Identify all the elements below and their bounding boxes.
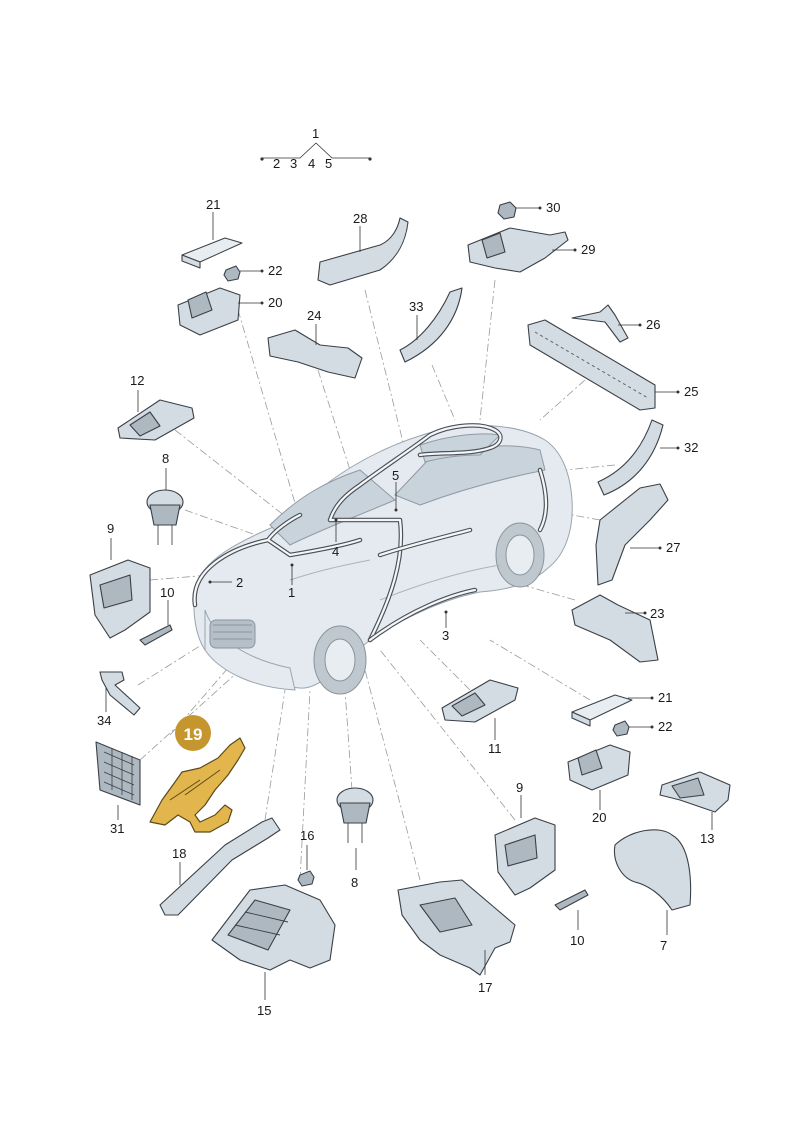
label-3: 3 (442, 628, 449, 643)
label-9-right: 9 (516, 780, 523, 795)
part-27-panel: 27 (595, 483, 680, 586)
part-16-nut: 16 (297, 828, 315, 887)
label-11: 11 (488, 741, 502, 756)
label-7: 7 (660, 938, 667, 953)
header-bracket: 1 2 3 4 5 (260, 126, 372, 171)
part-24-duct: 24 (267, 308, 363, 379)
header-sub-label-4: 4 (308, 156, 315, 171)
label-2: 2 (236, 575, 243, 590)
part-23-duct: 23 (571, 594, 664, 663)
part-32-trim: 32 (597, 419, 698, 496)
label-20-top: 20 (268, 295, 282, 310)
header-main-label: 1 (312, 126, 319, 141)
part-26-bracket: 26 (571, 304, 660, 343)
drain-hose-system (192, 423, 549, 643)
label-28: 28 (353, 211, 367, 226)
part-11-bracket: 11 (441, 679, 519, 756)
part-18-rail: 18 (159, 817, 281, 916)
label-32: 32 (684, 440, 698, 455)
car-labels: 5 4 1 2 3 (208, 468, 449, 643)
part-9-housing-right: 9 (494, 780, 556, 896)
label-25: 25 (684, 384, 698, 399)
part-29-module: 29 (467, 227, 595, 273)
part-22-nut-right: 22 (612, 719, 672, 737)
part-17-bracket: 17 (397, 879, 516, 995)
header-sub-label-2: 2 (273, 156, 280, 171)
label-30: 30 (546, 200, 560, 215)
part-21-cover-right: 21 (571, 690, 672, 727)
label-19-badge (175, 715, 211, 751)
part-10-pin-right: 10 (554, 889, 589, 948)
part-8-valve-bottom: 8 (336, 787, 374, 890)
label-12: 12 (130, 373, 144, 388)
part-20-module: 20 (177, 287, 282, 336)
label-20-right: 20 (592, 810, 606, 825)
part-19-highlighted: 19 (149, 715, 246, 833)
part-34-bracket: 34 (97, 671, 141, 728)
header-sub-label-5: 5 (325, 156, 332, 171)
label-29: 29 (581, 242, 595, 257)
label-17: 17 (478, 980, 492, 995)
car-illustration (193, 425, 573, 695)
label-13: 13 (700, 831, 714, 846)
label-8-bottom: 8 (351, 875, 358, 890)
part-9-housing-left: 9 (89, 521, 151, 639)
label-15: 15 (257, 1003, 271, 1018)
label-4: 4 (332, 544, 339, 559)
part-8-valve-top: 8 (146, 451, 184, 545)
label-18: 18 (172, 846, 186, 861)
label-8-top: 8 (162, 451, 169, 466)
part-22-nut: 22 (223, 263, 282, 282)
part-15-tray: 15 (211, 884, 336, 1018)
label-5: 5 (392, 468, 399, 483)
part-31-grille: 31 (95, 741, 141, 836)
part-30-nut: 30 (497, 200, 560, 220)
label-21-top: 21 (206, 197, 220, 212)
label-33: 33 (409, 299, 423, 314)
label-16: 16 (300, 828, 314, 843)
part-33-trim: 33 (399, 287, 463, 363)
label-10-left: 10 (160, 585, 174, 600)
label-27: 27 (666, 540, 680, 555)
part-21-cover: 21 (181, 197, 243, 269)
header-sub-label-3: 3 (290, 156, 297, 171)
label-21-right: 21 (658, 690, 672, 705)
label-10-right: 10 (570, 933, 584, 948)
label-22-right: 22 (658, 719, 672, 734)
label-9-left: 9 (107, 521, 114, 536)
part-12-bracket: 12 (117, 373, 195, 441)
label-23: 23 (650, 606, 664, 621)
label-26: 26 (646, 317, 660, 332)
label-34: 34 (97, 713, 111, 728)
label-19: 19 (184, 725, 203, 744)
part-28-channel: 28 (317, 211, 409, 286)
part-20-module-right: 20 (567, 744, 631, 825)
label-22-top: 22 (268, 263, 282, 278)
part-13-bracket: 13 (659, 771, 731, 846)
label-1: 1 (288, 585, 295, 600)
label-31: 31 (110, 821, 124, 836)
part-25-foam: 25 (527, 319, 698, 411)
label-24: 24 (307, 308, 321, 323)
part-7-liner: 7 (613, 829, 692, 953)
part-10-pin-left: 10 (139, 585, 174, 646)
